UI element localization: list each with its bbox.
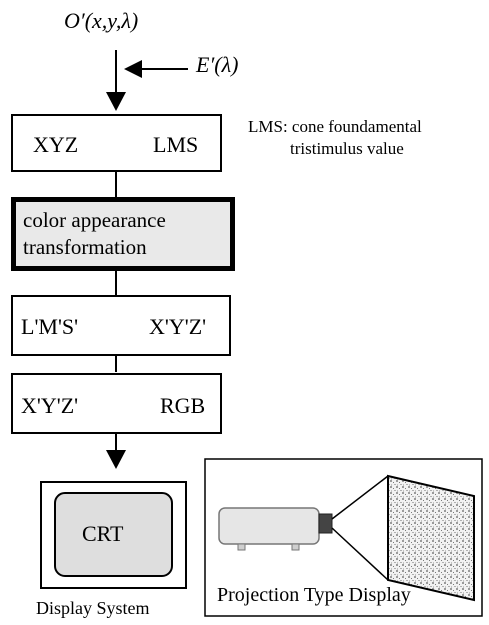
crt-label: CRT xyxy=(82,521,124,546)
projection-caption: Projection Type Display xyxy=(217,584,411,606)
crt-screen xyxy=(54,492,173,577)
connector-4-head xyxy=(106,450,126,469)
block1-to: LMS xyxy=(153,132,199,157)
illuminant-label: E′(λ) xyxy=(196,52,239,77)
block2-line2: transformation xyxy=(23,235,147,259)
projector-body xyxy=(218,507,320,545)
annotation-line2: tristimulus value xyxy=(290,139,404,158)
beam-top xyxy=(331,475,389,520)
projector-foot-right xyxy=(291,543,300,551)
illuminant-arrow-head xyxy=(124,60,142,78)
beam-bottom xyxy=(331,527,389,581)
block-xyz-prime-to-rgb: X'Y'Z' RGB xyxy=(11,373,222,434)
display-system-caption: Display System xyxy=(36,598,150,618)
projector-foot-left xyxy=(237,543,246,551)
projector-lens xyxy=(318,513,333,534)
object-spectrum-label: O′(x,y,λ) xyxy=(64,8,139,33)
annotation-line1: LMS: cone foundamental xyxy=(248,117,422,136)
block1-from: XYZ xyxy=(33,132,79,157)
block-color-appearance: color appearance transformation xyxy=(11,197,235,271)
block3-from: L'M'S' xyxy=(21,314,79,339)
block-lms-prime-to-xyz-prime: L'M'S' X'Y'Z' xyxy=(11,295,231,356)
block4-to: RGB xyxy=(160,393,206,418)
block2-line1: color appearance xyxy=(23,208,166,232)
block3-to: X'Y'Z' xyxy=(149,314,207,339)
input-arrow-head xyxy=(106,92,126,111)
block-xyz-to-lms: XYZ LMS xyxy=(11,114,222,172)
projection-screen xyxy=(387,474,475,602)
block4-from: X'Y'Z' xyxy=(21,393,79,418)
